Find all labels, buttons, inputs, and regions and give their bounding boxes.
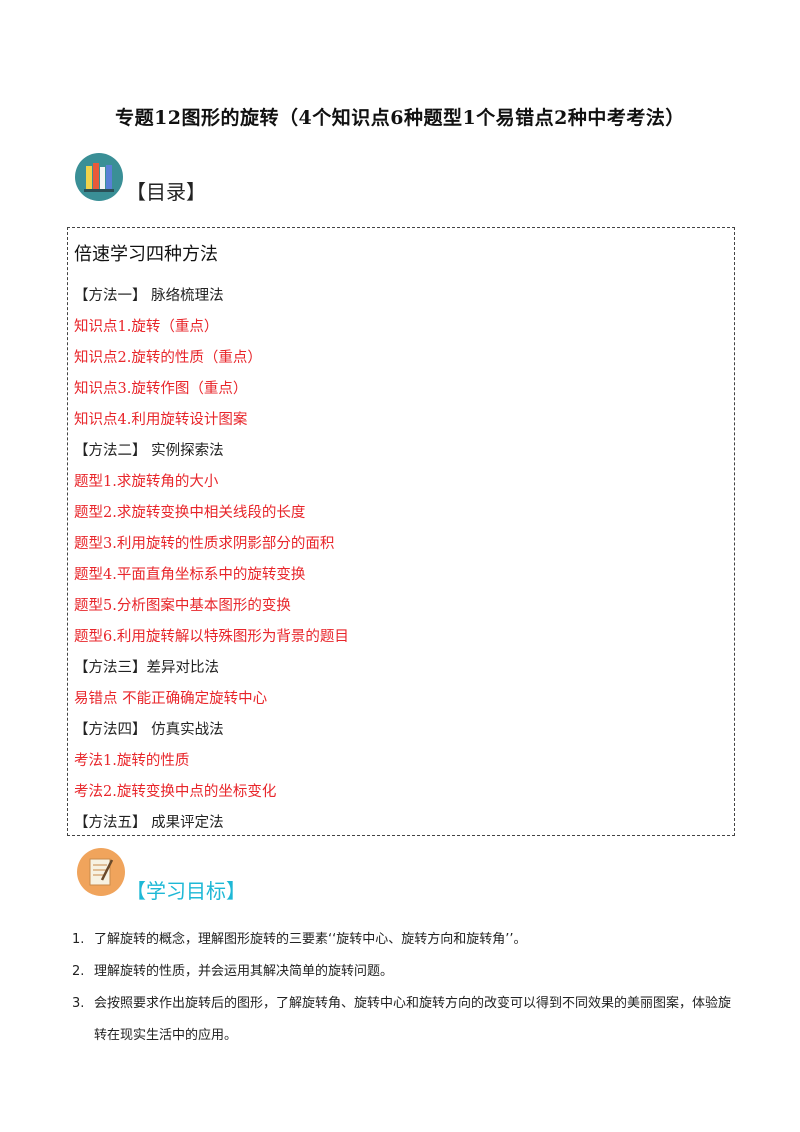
goal-number: 1. bbox=[72, 932, 85, 947]
toc-topic-item: 知识点2.旋转的性质（重点） bbox=[74, 350, 262, 366]
toc-topic-item: 知识点4.利用旋转设计图案 bbox=[74, 412, 248, 428]
toc-topic-item: 知识点3.旋转作图（重点） bbox=[74, 381, 248, 397]
toc-topic-item: 题型4.平面直角坐标系中的旋转变换 bbox=[74, 567, 306, 583]
toc-method-item: 【方法五】 成果评定法 bbox=[74, 815, 224, 831]
goal-text: 会按照要求作出旋转后的图形，了解旋转角、旋转中心和旋转方向的改变可以得到不同效果… bbox=[94, 996, 732, 1043]
toc-topic-item: 题型5.分析图案中基本图形的变换 bbox=[74, 598, 291, 614]
goal-text: 理解旋转的性质，并会运用其解决简单的旋转问题。 bbox=[94, 964, 394, 979]
toc-topic-item: 考法2.旋转变换中点的坐标变化 bbox=[74, 784, 277, 800]
toc-topic-item: 知识点1.旋转（重点） bbox=[74, 319, 219, 335]
goals-list: 1. 了解旋转的概念，理解图形旋转的三要素‘‘旋转中心、旋转方向和旋转角’’。 2.… bbox=[72, 924, 732, 1052]
goal-item: 2. 理解旋转的性质，并会运用其解决简单的旋转问题。 bbox=[72, 956, 732, 988]
goal-item: 3. 会按照要求作出旋转后的图形，了解旋转角、旋转中心和旋转方向的改变可以得到不同… bbox=[72, 988, 732, 1052]
goal-text: 了解旋转的概念，理解图形旋转的三要素‘‘旋转中心、旋转方向和旋转角’’。 bbox=[94, 932, 527, 947]
goal-number: 3. bbox=[72, 996, 85, 1011]
goal-number: 2. bbox=[72, 964, 85, 979]
toc-heading: 【目录】 bbox=[126, 180, 206, 204]
toc-list: 【方法一】 脉络梳理法知识点1.旋转（重点） 知识点2.旋转的性质（重点） 知识点3… bbox=[74, 285, 349, 843]
toc-method-item: 【方法二】 实例探索法 bbox=[74, 443, 224, 459]
books-icon bbox=[75, 153, 123, 201]
toc-topic-item: 易错点 不能正确确定旋转中心 bbox=[74, 691, 268, 707]
toc-method-item: 【方法一】 脉络梳理法 bbox=[74, 288, 224, 304]
page-title: 专题12图形的旋转（4个知识点6种题型1个易错点2种中考考法） bbox=[115, 107, 685, 129]
toc-topic-item: 考法1.旋转的性质 bbox=[74, 753, 190, 769]
toc-method-item: 【方法三】差异对比法 bbox=[74, 660, 219, 676]
toc-topic-item: 题型3.利用旋转的性质求阴影部分的面积 bbox=[74, 536, 335, 552]
goal-item: 1. 了解旋转的概念，理解图形旋转的三要素‘‘旋转中心、旋转方向和旋转角’’。 bbox=[72, 924, 732, 956]
notepad-pencil-icon bbox=[77, 848, 125, 896]
goals-heading: 【学习目标】 bbox=[126, 879, 246, 903]
toc-box-title: 倍速学习四种方法 bbox=[74, 244, 218, 265]
toc-topic-item: 题型6.利用旋转解以特殊图形为背景的题目 bbox=[74, 629, 349, 645]
toc-method-item: 【方法四】 仿真实战法 bbox=[74, 722, 224, 738]
toc-box: 倍速学习四种方法 【方法一】 脉络梳理法知识点1.旋转（重点） 知识点2.旋转的性… bbox=[67, 227, 735, 836]
toc-topic-item: 题型2.求旋转变换中相关线段的长度 bbox=[74, 505, 306, 521]
toc-topic-item: 题型1.求旋转角的大小 bbox=[74, 474, 219, 490]
